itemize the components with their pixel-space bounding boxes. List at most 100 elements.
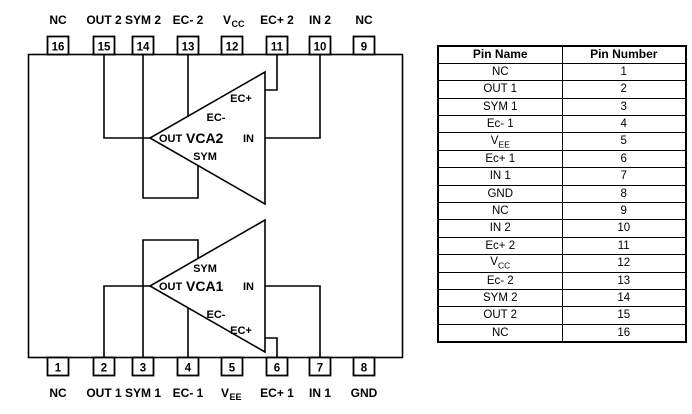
- pin-number-13: 13: [182, 42, 195, 54]
- pin-name-header: Pin Name: [437, 45, 563, 64]
- wire-in1: [265, 285, 321, 358]
- pin-number-3: 3: [140, 363, 146, 375]
- bottom-label-in1: IN 1: [309, 386, 331, 400]
- ic-body-outline: [27, 53, 404, 359]
- pin-number-cell: 7: [561, 167, 687, 186]
- pin-number-2: 2: [101, 363, 107, 375]
- pin-number-7: 7: [317, 363, 323, 375]
- top-label-sym2: SYM 2: [125, 13, 161, 27]
- pin-name-cell: IN 2: [437, 219, 563, 238]
- pin-number-10: 10: [314, 42, 327, 54]
- bottom-label-nc-1: NC: [49, 386, 67, 400]
- top-label-in2: IN 2: [309, 13, 331, 27]
- bottom-label-sym1: SYM 1: [125, 386, 161, 400]
- pin-name-cell: OUT 2: [437, 306, 563, 325]
- bottom-label-vee-subscript: EE: [230, 392, 242, 402]
- vca1-ec-plus-label: EC+: [230, 325, 252, 337]
- top-label-vcc-subscript: CC: [232, 19, 245, 29]
- pin-number-cell: 1: [561, 62, 687, 82]
- wire-out2: [103, 54, 150, 139]
- pin-number-11: 11: [271, 42, 284, 54]
- pin-name-cell: VCC: [437, 254, 563, 273]
- pin-number-8: 8: [361, 363, 368, 375]
- pin-number-cell: 15: [561, 306, 687, 325]
- pin-box-13: [176, 35, 200, 56]
- top-label-ecm2: EC- 2: [173, 13, 204, 27]
- pin-name-cell: Ec+ 1: [437, 149, 563, 169]
- wire-in2: [265, 54, 321, 139]
- pin-name-cell: VEE: [437, 132, 563, 151]
- pin-box-9: [352, 35, 376, 56]
- pin-box-16: [46, 35, 70, 56]
- pin-number-15: 15: [98, 42, 111, 54]
- pin-name-cell: Ec- 1: [437, 115, 563, 134]
- pin-number-cell: 11: [561, 236, 687, 256]
- top-label-nc-16: NC: [49, 13, 67, 27]
- pin-name-cell: Ec+ 2: [437, 236, 563, 256]
- pin-box-3: [131, 356, 155, 377]
- bottom-label-ecp1: EC+ 1: [260, 386, 294, 400]
- pin-name-cell: NC: [437, 62, 563, 82]
- pin-box-5: [220, 356, 244, 377]
- wire-sym2: [142, 54, 199, 199]
- pin-box-15: [92, 35, 116, 56]
- pin-number-1: 1: [55, 363, 62, 375]
- vca2-sym-label: SYM: [193, 151, 217, 163]
- wire-sym1: [142, 239, 199, 358]
- pin-number-4: 4: [185, 363, 192, 375]
- pin-box-14: [131, 35, 155, 56]
- pin-number-6: 6: [274, 363, 280, 375]
- pin-box-1: [46, 356, 70, 377]
- pin-number-14: 14: [137, 42, 150, 54]
- pin-box-10: [308, 35, 332, 56]
- vca2-ec-minus-label: EC-: [207, 112, 226, 124]
- top-label-vcc: V: [223, 13, 231, 27]
- bottom-label-ecm1: EC- 1: [173, 386, 204, 400]
- vca1-ec-minus-label: EC-: [207, 309, 226, 321]
- top-label-ecp2: EC+ 2: [260, 13, 294, 27]
- pin-name-cell: IN 1: [437, 167, 563, 186]
- bottom-label-vee: V: [221, 386, 229, 400]
- pin-number-cell: 6: [561, 149, 687, 169]
- pin-table-header-row: Pin Name Pin Number: [437, 45, 687, 64]
- pin-name-cell: NC: [437, 202, 563, 221]
- pin-number-cell: 12: [561, 254, 687, 273]
- pin-box-7: [308, 356, 332, 377]
- bottom-label-out1: OUT 1: [86, 386, 122, 400]
- vca2-name-label: VCA2: [186, 130, 224, 146]
- pin-number-cell: 3: [561, 97, 687, 117]
- top-label-nc-9: NC: [355, 13, 373, 27]
- vca2-amp-triangle: [148, 70, 266, 206]
- vca1-in-label: IN: [243, 281, 254, 293]
- pin-number-cell: 8: [561, 184, 687, 204]
- vca2-out-label: OUT: [159, 133, 183, 145]
- pin-box-2: [92, 356, 116, 377]
- pin-name-subscript: EE: [498, 138, 510, 149]
- ic-pinout-diagram: NC OUT 2 SYM 2 EC- 2 V CC EC+ 2 IN 2 NC …: [27, 13, 404, 402]
- pin-name-cell: Ec- 2: [437, 271, 563, 290]
- pin-number-cell: 10: [561, 219, 687, 238]
- pin-name-cell: OUT 1: [437, 80, 563, 99]
- vca2-ec-plus-label: EC+: [230, 93, 252, 105]
- vca1-amp-triangle: [148, 218, 266, 354]
- pin-box-4: [176, 356, 200, 377]
- top-label-out2: OUT 2: [86, 13, 122, 27]
- pin-number-16: 16: [52, 42, 65, 54]
- bottom-label-gnd: GND: [351, 386, 378, 400]
- pin-name-cell: SYM 1: [437, 97, 563, 117]
- wire-out1: [103, 285, 150, 358]
